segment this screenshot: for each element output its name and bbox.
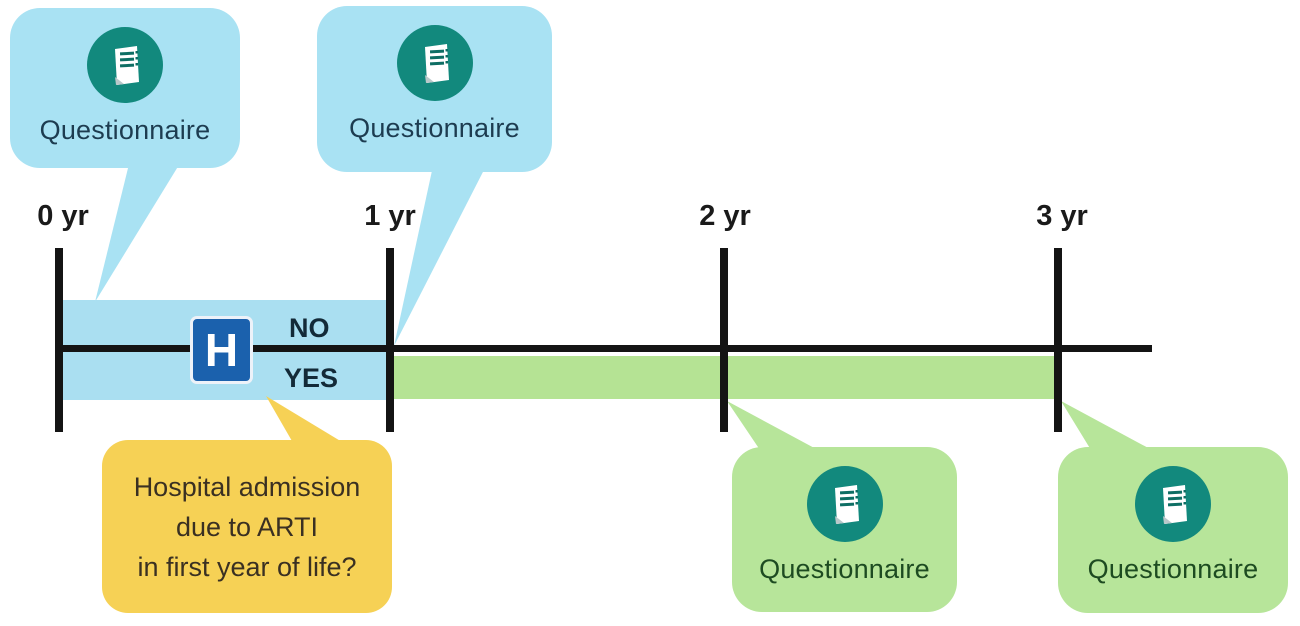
questionnaire-document-icon: [87, 27, 163, 103]
tick-label-2yr: 2 yr: [699, 200, 751, 232]
questionnaire-label: Questionnaire: [1087, 554, 1259, 584]
questionnaire-document-icon: [806, 466, 883, 542]
branch-no-label: NO: [289, 313, 330, 343]
timeline-line: [58, 345, 1152, 352]
tail-hospital-question: [266, 396, 352, 448]
tail-questionnaire-1yr: [394, 166, 486, 346]
hospital-question-line: Hospital admission: [133, 471, 361, 502]
questionnaire-bubble-2yr: Questionnaire: [732, 447, 957, 612]
questionnaire-label: Questionnaire: [759, 554, 930, 584]
tick-label-0yr: 0 yr: [37, 200, 89, 232]
questionnaire-document-icon: [1135, 466, 1211, 542]
questionnaire-bubble-1yr: Questionnaire: [317, 6, 552, 172]
tail-questionnaire-0yr: [95, 160, 182, 302]
hospital-question-line: in first year of life?: [137, 551, 357, 582]
questionnaire-document-icon: [396, 25, 473, 101]
tick-2yr: [720, 248, 728, 432]
hospital-question-bubble: Hospital admission due to ARTI in first …: [102, 440, 392, 613]
hospital-question-line: due to ARTI: [175, 511, 319, 542]
tick-3yr: [1054, 248, 1062, 432]
tick-1yr: [386, 248, 394, 432]
tick-0yr: [55, 248, 63, 432]
questionnaire-label: Questionnaire: [349, 113, 520, 143]
questionnaire-label: Questionnaire: [39, 115, 211, 145]
questionnaire-bubble-0yr: Questionnaire: [10, 8, 240, 168]
tick-label-1yr: 1 yr: [364, 200, 416, 232]
tick-label-3yr: 3 yr: [1036, 200, 1088, 232]
branch-yes-label: YES: [284, 363, 339, 393]
tail-questionnaire-2yr: [727, 401, 818, 450]
questionnaire-bubble-3yr: Questionnaire: [1058, 447, 1288, 613]
hospital-icon-letter: H: [204, 324, 239, 376]
hospital-icon: H: [190, 316, 253, 384]
tail-questionnaire-3yr: [1061, 401, 1152, 450]
